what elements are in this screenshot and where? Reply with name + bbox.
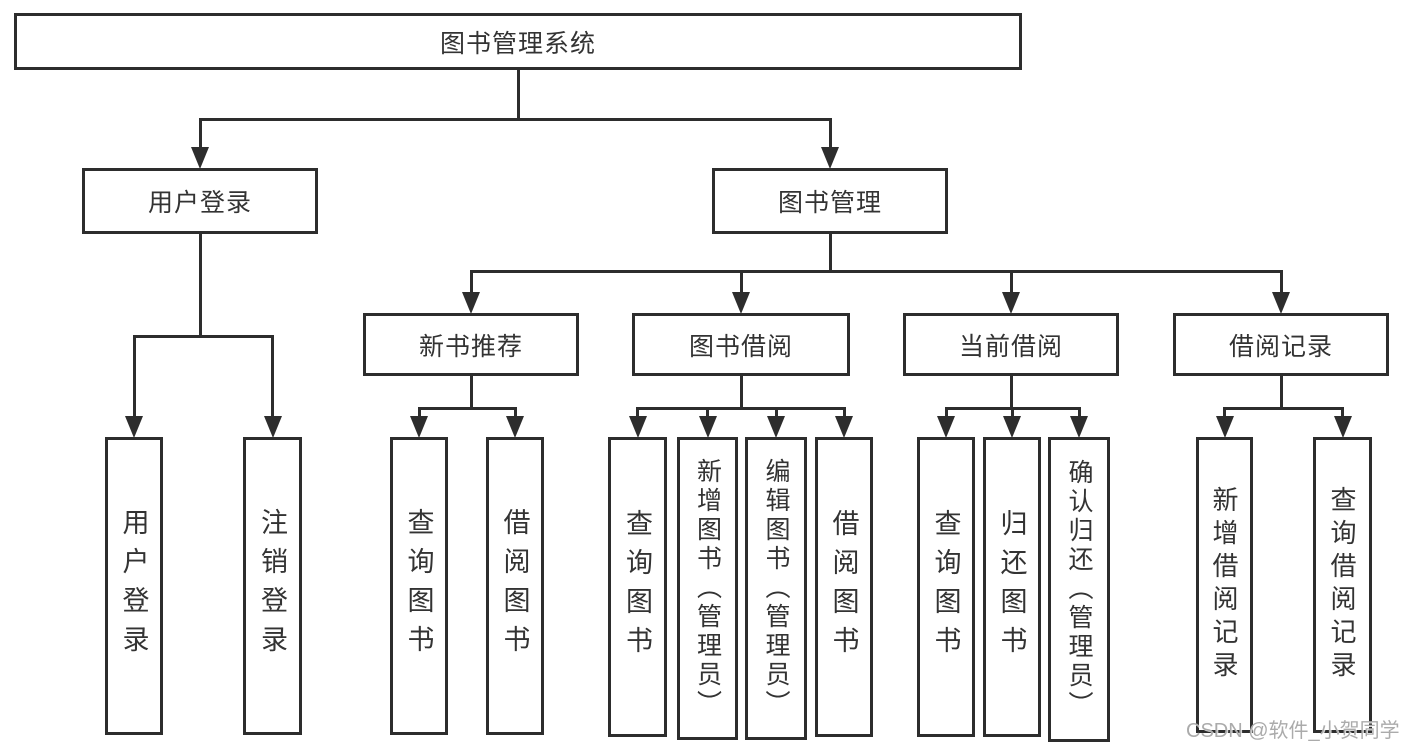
node-c4a: 查询图书 [917,437,975,737]
arrowhead-down-icon [1070,416,1088,438]
connector-line [636,407,639,418]
arrowhead-down-icon [410,416,428,438]
arrowhead-down-icon [732,292,750,314]
connector-line [1341,407,1344,418]
connector-line [469,270,473,294]
connector-line [944,407,948,418]
connector-line [739,376,743,410]
node-label: 归还图书 [996,509,1027,665]
arrowhead-down-icon [462,292,480,314]
arrowhead-down-icon [835,416,853,438]
arrowhead-down-icon [1215,416,1234,438]
arrowhead-down-icon [767,416,785,438]
node-label: 用户登录 [118,508,149,664]
node-c3c: 编辑图书（管理员） [745,437,807,740]
connector-line [774,407,778,418]
arrowhead-down-icon [937,416,955,438]
node-c2b: 借阅图书 [486,437,544,735]
arrowhead-down-icon [1333,416,1352,438]
connector-line [198,234,202,338]
node-c3d: 借阅图书 [815,437,873,737]
connector-line [198,118,832,121]
node-label: 新增图书（管理员） [693,458,722,719]
connector-line [516,70,520,121]
node-label: 用户登录 [147,189,252,217]
connector-line [706,407,709,418]
node-label: 借阅记录 [1228,332,1333,361]
node-label: 图书借阅 [688,332,793,361]
connector-line [842,407,846,418]
node-label: 图书管理系统 [439,29,596,58]
node-c1a: 用户登录 [105,437,163,735]
node-label: 编辑图书（管理员） [762,458,790,719]
node-label: 图书管理 [777,189,882,217]
arrowhead-down-icon [1272,292,1290,314]
connector-line [271,335,274,418]
connector-line [469,270,1283,273]
node-label: 查询图书 [403,508,434,664]
connector-line [739,270,743,294]
node-borrow: 图书借阅 [632,313,850,376]
connector-line [513,407,517,418]
node-label: 查询图书 [622,509,652,665]
node-records: 借阅记录 [1173,313,1389,376]
node-label: 借阅图书 [828,509,859,665]
connector-line [132,335,274,338]
connector-line [1009,376,1013,410]
connector-line [417,407,517,410]
node-c4b: 归还图书 [983,437,1041,737]
node-label: 查询借阅记录 [1327,486,1357,684]
node-c3b: 新增图书（管理员） [677,437,738,740]
connector-line [417,407,421,418]
node-label: 查询图书 [930,509,961,665]
arrowhead-down-icon [1002,292,1020,314]
node-label: 注销登录 [257,508,287,664]
arrowhead-down-icon [191,147,209,169]
arrowhead-down-icon [628,416,647,438]
node-c4c: 确认归还（管理员） [1048,437,1110,742]
node-label: 借阅图书 [499,508,530,664]
connector-line [1077,407,1081,418]
node-c2a: 查询图书 [390,437,448,735]
node-label: 新增借阅记录 [1209,486,1239,684]
csdn-watermark: CSDN @软件_小贺同学 [1186,720,1400,742]
arrowhead-down-icon [263,416,282,438]
node-c3a: 查询图书 [608,437,667,737]
arrowhead-down-icon [506,416,524,438]
connector-line [1223,407,1226,418]
arrowhead-down-icon [821,147,839,169]
arrowhead-down-icon [1003,416,1021,438]
connector-line [828,118,832,149]
arrowhead-down-icon [125,416,143,438]
node-login: 用户登录 [82,168,318,234]
arrowhead-down-icon [698,416,717,438]
connector-line [1279,270,1283,294]
connector-line [1009,270,1013,294]
connector-line [1010,407,1014,418]
connector-line [636,407,846,410]
node-mgmt: 图书管理 [712,168,948,234]
connector-line [132,335,136,418]
connector-line [469,376,473,410]
connector-line [1279,376,1283,410]
node-label: 确认归还（管理员） [1065,459,1093,720]
connector-line [828,234,832,273]
node-label: 当前借阅 [958,332,1063,361]
node-c1b: 注销登录 [243,437,302,735]
connector-line [1223,407,1344,410]
node-label: 新书推荐 [418,332,523,361]
node-c5b: 查询借阅记录 [1313,437,1372,733]
node-current: 当前借阅 [903,313,1119,376]
node-root: 图书管理系统 [14,13,1022,70]
connector-line [198,118,202,149]
node-rec: 新书推荐 [363,313,579,376]
node-c5a: 新增借阅记录 [1196,437,1253,733]
